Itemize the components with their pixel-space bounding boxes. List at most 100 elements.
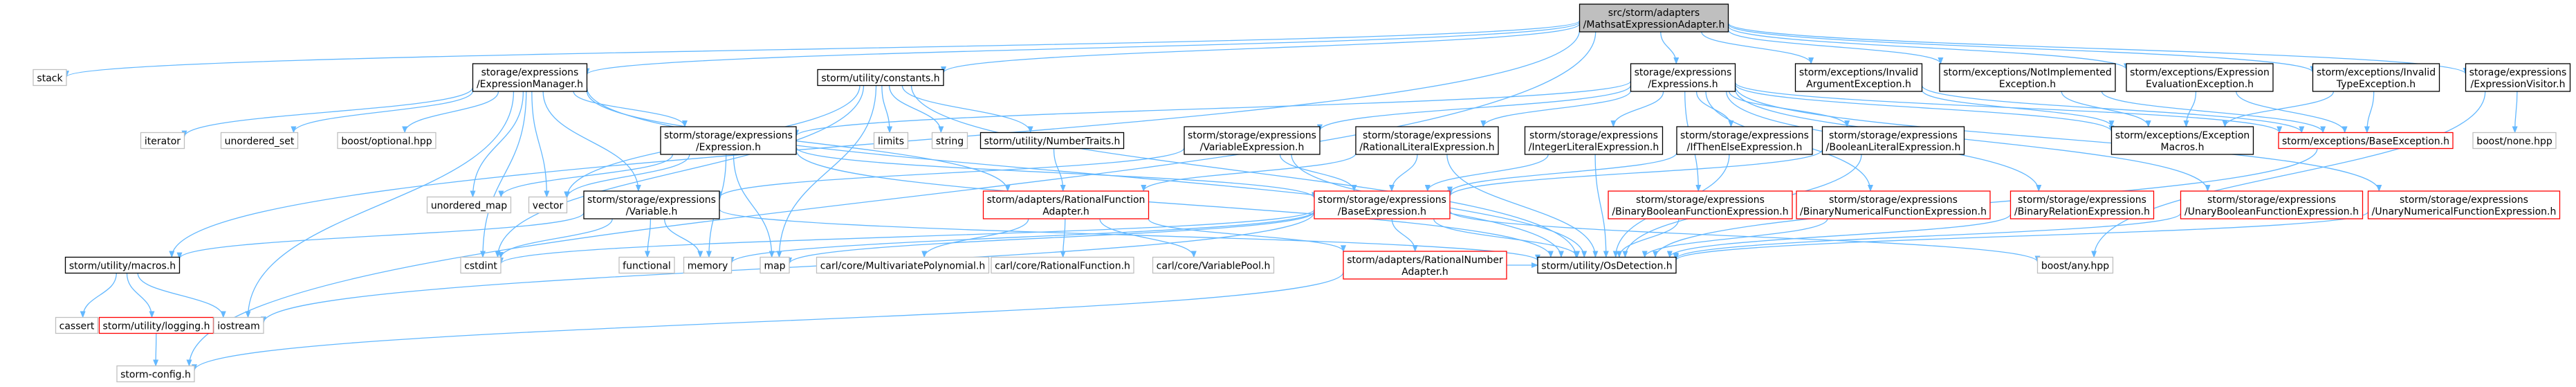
node-storm-expression[interactable]: storm/storage/expressions/Expression.h <box>660 126 797 155</box>
node-unordered-set: unordered_set <box>220 132 299 150</box>
node-label: /IfThenElseExpression.h <box>1687 142 1803 153</box>
node-label: /BaseExpression.h <box>1338 206 1426 217</box>
node-boost-none: boost/none.hpp <box>2472 132 2557 150</box>
node-label: storm/exceptions/Invalid <box>1799 67 1918 78</box>
node-label: /Expressions.h <box>1648 79 1718 90</box>
node-box <box>1608 190 1793 219</box>
node-label: storm/exceptions/Expression <box>2130 67 2270 78</box>
edge-base-expr-to-rational-num-adapter <box>1391 218 1418 252</box>
node-label: storm/storage/expressions <box>2018 195 2146 206</box>
node-box <box>1676 126 1813 155</box>
edge-storm-expression-to-map <box>733 154 775 258</box>
node-label: /ExpressionManager.h <box>477 79 583 90</box>
edge-rational-func-adapter-to-carl-rf <box>1060 218 1066 258</box>
node-box <box>583 190 720 219</box>
node-label: storm/storage/expressions <box>1636 195 1765 206</box>
node-box <box>2009 190 2155 219</box>
edge-base-expr-to-memory <box>728 210 1315 264</box>
node-string: string <box>931 132 968 150</box>
node-macros[interactable]: storm/utility/macros.h <box>64 256 181 274</box>
edge-expr-manager-to-storm-expression <box>573 91 688 127</box>
node-os-detection[interactable]: storm/utility/OsDetection.h <box>1537 256 1677 274</box>
node-not-impl-exc[interactable]: storm/exceptions/NotImplementedException… <box>1939 63 2116 92</box>
node-label: TypeException.h <box>2336 79 2416 90</box>
node-label: ArgumentException.h <box>1806 79 1911 90</box>
edge-constants-to-number-traits <box>901 85 1033 134</box>
node-box <box>1314 190 1451 219</box>
node-label: storm/storage/expressions <box>1829 130 1958 141</box>
edge-root-to-expressions <box>1660 31 1680 64</box>
node-box <box>931 132 968 150</box>
node-box <box>2312 63 2440 92</box>
edge-expr-manager-to-unordered-map <box>470 91 524 198</box>
node-expr-visitor[interactable]: storage/expressions/ExpressionVisitor.h <box>2465 63 2571 92</box>
node-label: stack <box>37 73 63 84</box>
node-carl-mvp: carl/core/MultivariatePolynomial.h <box>816 256 990 274</box>
node-label: storm/storage/expressions <box>2207 195 2336 206</box>
edge-bin-rel-to-os-detection <box>1666 213 2012 258</box>
node-unary-bool-func[interactable]: storm/storage/expressions/UnaryBooleanFu… <box>2180 190 2364 219</box>
node-expr-eval-exc[interactable]: storm/exceptions/ExpressionEvaluationExc… <box>2126 63 2274 92</box>
edge-expr-manager-to-vector <box>531 91 550 198</box>
node-logging[interactable]: storm/utility/logging.h <box>98 316 214 334</box>
node-label: /IntegerLiteralExpression.h <box>1529 142 1659 153</box>
edge-constants-to-limits <box>881 85 893 134</box>
edge-rational-func-adapter-to-rational-num-adapter <box>1148 218 1346 253</box>
node-unary-num-func[interactable]: storm/storage/expressions/UnaryNumerical… <box>2367 190 2561 219</box>
node-invalid-arg-exc[interactable]: storm/exceptions/InvalidArgumentExceptio… <box>1794 63 1923 92</box>
node-box <box>618 256 675 274</box>
node-box <box>1796 190 1991 219</box>
edge-var-expr-to-variable <box>717 147 1185 199</box>
node-carl-rf: carl/core/RationalFunction.h <box>991 256 1134 274</box>
node-int-lit-expr[interactable]: storm/storage/expressions/IntegerLiteral… <box>1524 126 1664 155</box>
node-var-expr[interactable]: storm/storage/expressions/VariableExpres… <box>1184 126 1321 155</box>
edge-base-expr-to-boost-any <box>1449 210 2041 263</box>
node-label: carl/core/RationalFunction.h <box>995 261 1130 272</box>
edge-var-expr-to-base-expr <box>1279 154 1357 192</box>
node-expr-manager[interactable]: storage/expressions/ExpressionManager.h <box>472 63 588 92</box>
node-label: storm/utility/constants.h <box>821 73 939 84</box>
edge-rational-func-adapter-to-carl-mvp <box>921 218 1029 258</box>
node-label: storm/storage/expressions <box>1318 195 1446 206</box>
edge-number-traits-to-rational-func-adapter <box>1053 148 1066 192</box>
node-root[interactable]: src/storm/adapters/MathsatExpressionAdap… <box>1579 3 1729 33</box>
node-label: storm/storage/expressions <box>1188 130 1316 141</box>
node-base-expr[interactable]: storm/storage/expressions/BaseExpression… <box>1314 190 1451 219</box>
edge-expr-manager-to-iostream <box>245 91 515 318</box>
node-label: iterator <box>145 136 181 147</box>
edge-rational-num-adapter-to-storm-config <box>192 271 1344 372</box>
node-label: storage/expressions <box>1635 67 1732 78</box>
node-rational-lit-expr[interactable]: storm/storage/expressions/RationalLitera… <box>1355 126 1499 155</box>
edge-base-expr-to-map <box>786 211 1315 264</box>
node-box <box>55 316 99 334</box>
node-label: Adapter.h <box>1401 267 1448 278</box>
node-box <box>2465 63 2571 92</box>
node-label: storm/storage/expressions <box>587 195 716 206</box>
node-box <box>991 256 1134 274</box>
node-bool-lit-expr[interactable]: storm/storage/expressions/BooleanLiteral… <box>1821 126 1965 155</box>
node-constants[interactable]: storm/utility/constants.h <box>817 69 944 87</box>
node-label: functional <box>623 261 671 272</box>
node-bin-num-func[interactable]: storm/storage/expressions/BinaryNumerica… <box>1796 190 1991 219</box>
node-base-exc[interactable]: storm/exceptions/BaseException.h <box>2278 132 2454 150</box>
node-label: unordered_set <box>225 136 295 147</box>
node-label: storm/exceptions/BaseException.h <box>2282 136 2449 147</box>
edge-int-lit-expr-to-base-expr <box>1424 154 1549 192</box>
edge-unary-bool-func-to-os-detection <box>1673 213 2182 260</box>
node-expressions[interactable]: storage/expressions/Expressions.h <box>1630 63 1736 92</box>
edge-expr-manager-to-os-detection <box>586 87 1564 258</box>
node-bin-bool-func[interactable]: storm/storage/expressions/BinaryBooleanF… <box>1608 190 1793 219</box>
node-bin-rel[interactable]: storm/storage/expressions/BinaryRelation… <box>2009 190 2155 219</box>
node-box <box>982 190 1150 219</box>
node-variable[interactable]: storm/storage/expressions/Variable.h <box>583 190 720 219</box>
node-number-traits[interactable]: storm/utility/NumberTraits.h <box>979 132 1125 150</box>
node-label: storm-config.h <box>120 370 191 381</box>
node-box <box>33 69 67 87</box>
edge-rational-lit-expr-to-os-detection <box>1446 154 1599 258</box>
edge-expr-eval-exc-to-exc-macros <box>2183 91 2197 127</box>
node-ite-expr[interactable]: storm/storage/expressions/IfThenElseExpr… <box>1676 126 1813 155</box>
